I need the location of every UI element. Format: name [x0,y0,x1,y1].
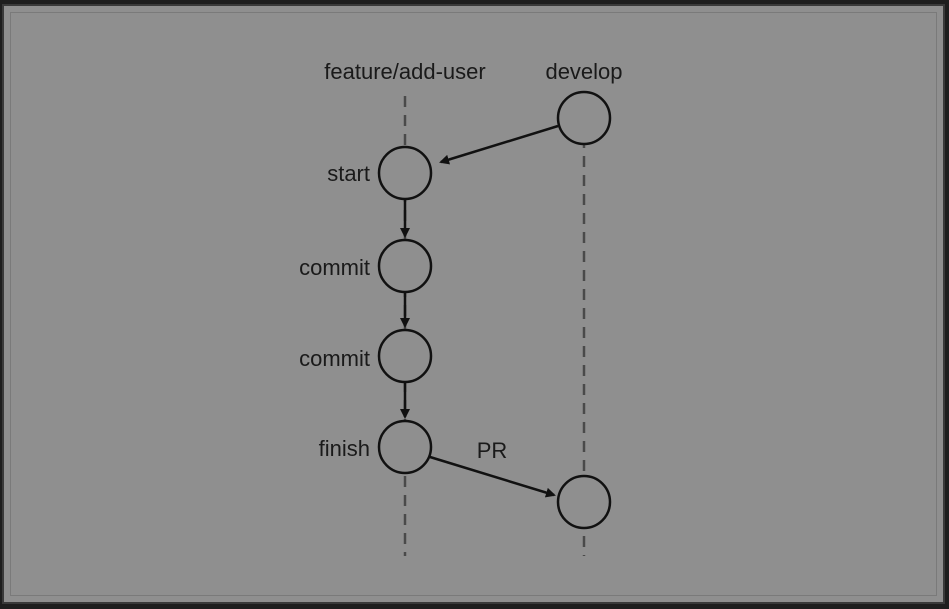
start-label: start [327,161,370,186]
diagram-frame [2,4,945,604]
start-commit [377,145,433,201]
develop-branch-label: develop [545,59,622,84]
diagram-inner-border [10,12,937,596]
develop-source-commit [556,90,612,146]
branch-off-arrow [439,124,559,165]
first-commit [377,238,433,294]
develop-merge-commit [556,474,612,530]
pr-label: PR [477,438,508,463]
second-commit [377,328,433,384]
finish-commit [377,419,433,475]
feature-branch-label: feature/add-user [324,59,485,84]
commit-label-1: commit [299,255,370,280]
finish-label: finish [319,436,370,461]
commit-label-2: commit [299,346,370,371]
merge-pr-arrow [429,455,556,498]
